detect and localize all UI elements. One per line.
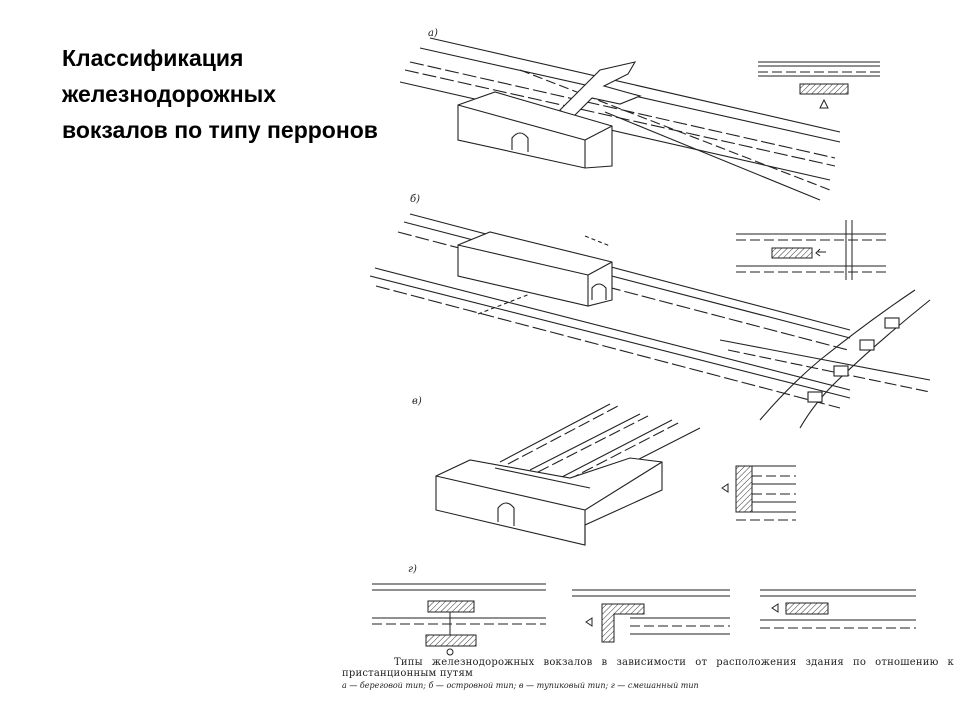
slide-title: Классификация железнодорожных вокзалов п… xyxy=(62,40,442,148)
caption-text: Типы железнодорожных вокзалов в зависимо… xyxy=(342,657,954,679)
figure-caption: Типы железнодорожных вокзалов в зависимо… xyxy=(342,657,954,691)
panel-d-label: г) xyxy=(408,564,417,575)
panel-b-plan xyxy=(736,220,886,280)
panel-c-plan xyxy=(721,465,796,521)
station-types-figure: а) б) xyxy=(369,28,931,656)
panel-b-label: б) xyxy=(410,194,420,205)
panel-d-plan-2 xyxy=(572,589,730,643)
panel-a-sketch xyxy=(399,37,841,201)
panel-b-sketch xyxy=(369,213,851,409)
panel-a-plan xyxy=(758,61,880,109)
title-line-2: железнодорожных xyxy=(62,81,277,107)
panel-a-label: а) xyxy=(428,28,438,39)
panel-c-sketch xyxy=(435,403,701,546)
panel-d-plan-3 xyxy=(760,589,916,629)
title-line-3: вокзалов по типу перронов xyxy=(62,117,378,143)
caption-legend: а — береговой тип; б — островной тип; в … xyxy=(342,681,699,690)
panel-c-label: в) xyxy=(412,396,422,407)
title-line-1: Классификация xyxy=(62,45,244,71)
panel-d-plan-1 xyxy=(372,583,546,656)
junction-sketch xyxy=(719,289,931,429)
